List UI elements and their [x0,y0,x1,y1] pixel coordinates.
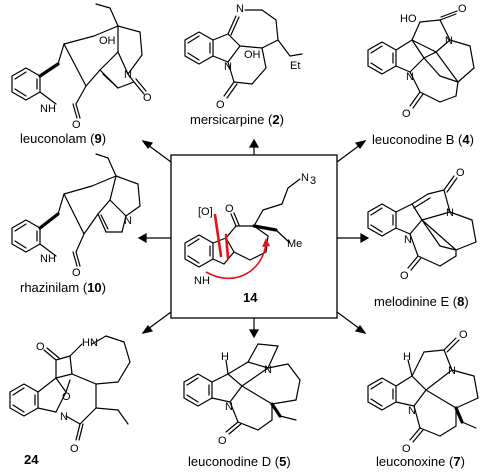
leuconolam-o: O [143,92,152,104]
leuconoxine-label: leuconoxine (7) [376,454,465,469]
compound-24-number: 24 [24,452,39,467]
oxidant-label: [O] [198,206,213,218]
melodinine-e-o2: O [400,270,409,282]
leuconolam-oh: OH [99,35,116,47]
compound-24-n: N [60,411,68,423]
divergence-arrows [137,138,370,339]
nh-label: NH [194,275,210,287]
compound-24-o2: O [62,391,71,403]
mersicarpine-oh: OH [244,49,261,61]
azide-subscript: 3 [310,175,316,187]
leuconoxine-n1: N [448,365,456,377]
leuconoxine-structure [367,337,479,443]
methyl-label: Me [287,238,302,250]
mersicarpine-structure [184,9,303,99]
leuconoxine-o1: O [459,329,468,341]
leuconodine-d-n1: N [264,364,272,376]
mersicarpine-et: Et [290,60,300,72]
leuconodine-d-label: leuconodine D (5) [188,454,291,469]
mersicarpine-n-imine: N [236,3,244,15]
compound-24-structure [9,335,131,441]
leuconoxine-n2: N [408,405,416,417]
compound-14-number: 14 [243,290,258,305]
melodinine-e-n1: N [446,207,454,219]
leuconodine-d-o: O [218,435,227,447]
azide-label: N [301,172,309,184]
leuconodine-d-structure [183,343,301,435]
compound-14-structure [184,178,301,280]
leuconodine-b-n1: N [445,35,453,47]
leuconodine-d-n2: N [225,401,233,413]
melodinine-e-label: melodinine E (8) [374,294,469,309]
leuconodine-b-o2: O [402,108,411,120]
leuconolam-n: N [124,69,132,81]
rhazinilam-structure [11,153,141,267]
melodinine-e-structure [367,175,477,271]
rhazinilam-o: O [72,267,81,279]
leuconodine-d-h: H [221,351,229,363]
leuconodine-b-structure [367,10,475,109]
leuconodine-b-ho: HO [400,13,417,25]
rhazinilam-nh: NH [40,253,56,265]
leuconodine-b-label: leuconodine B (4) [372,132,474,147]
leuconolam-label: leuconolam (9) [20,131,106,146]
mersicarpine-o: O [216,99,225,111]
leuconolam-structure [11,3,147,119]
leuconoxine-h: H [403,351,411,363]
mersicarpine-n: N [224,61,232,73]
mersicarpine-label: mersicarpine (2) [190,112,284,127]
leuconodine-b-o1: O [458,3,467,15]
leuconodine-b-n2: N [406,71,414,83]
leuconolam-amide-o: O [72,119,81,131]
compound-24-o1: O [36,341,45,353]
melodinine-e-n2: N [404,234,412,246]
melodinine-e-o1: O [456,167,465,179]
ketone-o-label: O [225,203,234,215]
leuconoxine-o2: O [402,443,411,455]
compound-24-o3: O [70,443,79,455]
rhazinilam-label: rhazinilam (10) [20,280,106,295]
rhazinilam-n: N [124,215,132,227]
leuconolam-nh: NH [40,103,56,115]
compound-24-hn: HN [82,337,98,349]
